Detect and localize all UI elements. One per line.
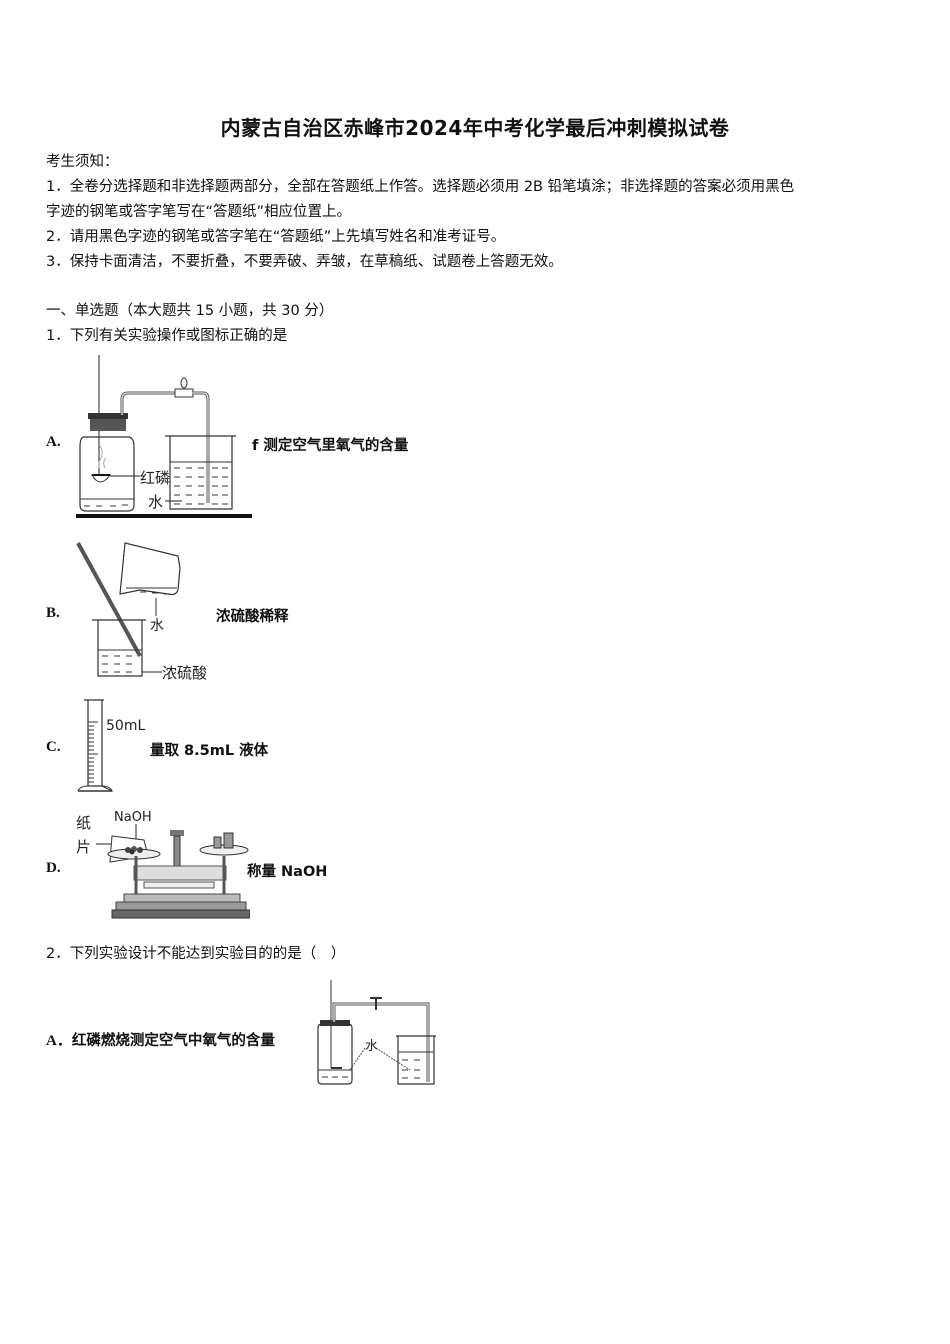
piece-label: 片 xyxy=(76,838,91,856)
graduated-cylinder-figure: 50mL xyxy=(77,699,145,793)
question-2-stem: 2．下列实验设计不能达到实验目的的是（ ） xyxy=(46,946,346,962)
water-label: 水 xyxy=(148,493,163,511)
balance-scale-figure: 纸 片 NaOH xyxy=(76,810,250,919)
acid-dilution-figure: 水 浓硫酸 xyxy=(76,542,207,682)
notice-item: 3．保持卡面清洁，不要折叠，不要弄破、弄皱，在草稿纸、试题卷上答题无效。 xyxy=(46,254,563,270)
q2-oxygen-apparatus-figure: 水 xyxy=(317,980,436,1085)
option-c-label: C. xyxy=(46,739,61,755)
naoh-label: NaOH xyxy=(114,810,152,825)
water-label: 水 xyxy=(365,1039,378,1054)
notice-item: 字迹的钢笔或答字笔写在“答题纸”相应位置上。 xyxy=(46,204,352,220)
option-c-caption: 量取 8.5mL 液体 xyxy=(150,743,269,759)
option-d-label: D. xyxy=(46,860,61,876)
notice-heading: 考生须知： xyxy=(46,154,119,170)
red-phosphorus-label: 红磷 xyxy=(140,469,170,487)
notice-item: 2．请用黑色字迹的钢笔或答字笔在“答题纸”上先填写姓名和准考证号。 xyxy=(46,229,506,245)
q2-option-a-caption: 红磷燃烧测定空气中氧气的含量 xyxy=(71,1033,275,1049)
q2-option-a: A．红磷燃烧测定空气中氧气的含量 xyxy=(46,1029,275,1050)
page-title: 内蒙古自治区赤峰市2024年中考化学最后冲刺模拟试卷 xyxy=(220,116,730,140)
question-1-stem: 1．下列有关实验操作或图标正确的是 xyxy=(46,328,288,344)
cylinder-capacity-label: 50mL xyxy=(106,718,145,734)
water-label: 水 xyxy=(150,618,164,634)
notice-item: 1．全卷分选择题和非选择题两部分，全部在答题纸上作答。选择题必须用 2B 铅笔填… xyxy=(46,179,795,195)
oxygen-measurement-apparatus-figure: 红磷 水 xyxy=(76,355,252,518)
option-a-caption: f 测定空气里氧气的含量 xyxy=(252,438,409,454)
option-a-label: A. xyxy=(46,434,61,450)
option-b-caption: 浓硫酸稀释 xyxy=(216,609,289,625)
paper-label: 纸 xyxy=(76,814,91,832)
option-b-label: B. xyxy=(46,605,60,621)
conc-sulfuric-acid-label: 浓硫酸 xyxy=(162,664,207,682)
q2-option-a-label: A． xyxy=(46,1033,72,1049)
option-d-caption: 称量 NaOH xyxy=(247,864,328,880)
section-heading: 一、单选题（本大题共 15 小题，共 30 分） xyxy=(46,303,334,319)
